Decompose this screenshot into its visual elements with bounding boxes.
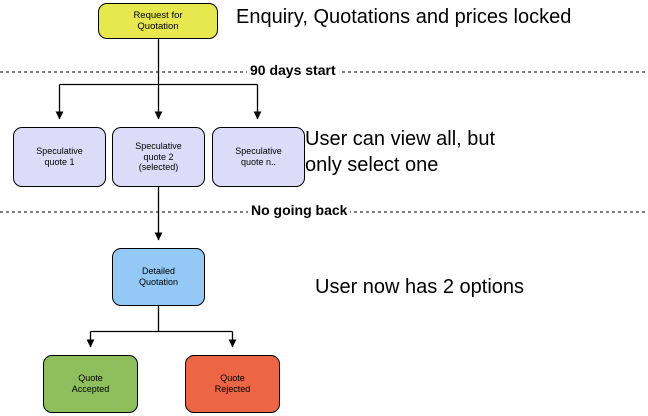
phase-label-90-days-start: 90 days start [247,62,339,78]
edge-detailed-quotation-to-outcomes [86,306,237,348]
annotation-user-now-has-2-options: User now has 2 options [315,276,525,298]
edge-rfq-to-speculative-quotes [55,39,262,120]
annotation-enquiry-prices-locked: Enquiry, Quotations and prices locked [236,6,572,28]
phase-label-no-going-back: No going back [248,202,351,218]
